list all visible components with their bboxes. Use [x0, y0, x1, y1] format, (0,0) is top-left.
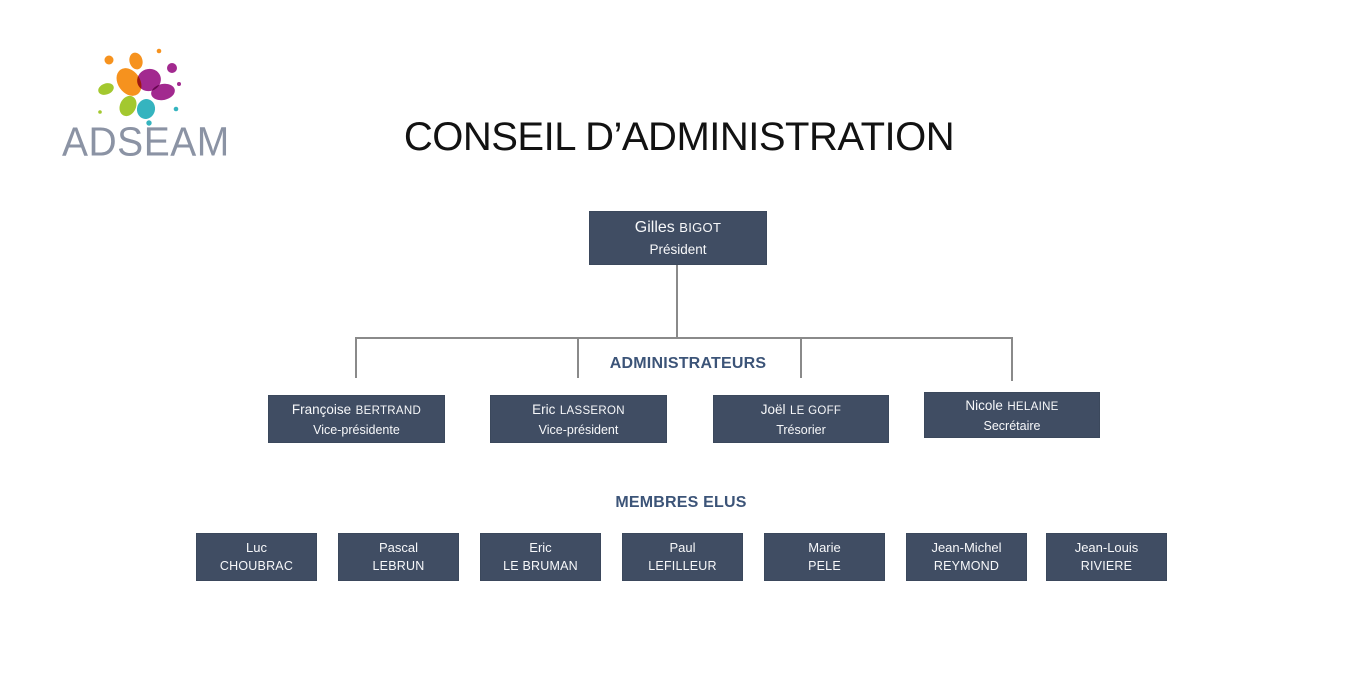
- administrators-label: ADMINISTRATEURS: [609, 355, 767, 372]
- president-name: Gilles BIGOT: [634, 218, 722, 236]
- connector-drop-3: [800, 339, 802, 378]
- connector-drop-1: [355, 339, 357, 378]
- org-box-administrator: Eric LASSERON Vice-président: [490, 395, 667, 443]
- members-label: MEMBRES ELUS: [615, 494, 747, 511]
- adseam-logo-icon: [98, 48, 181, 126]
- org-box-administrator: Joël LE GOFF Trésorier: [713, 395, 889, 443]
- president-role: Président: [649, 241, 707, 257]
- connector-horizontal: [355, 337, 1013, 339]
- org-box-administrator: Nicole HELAINE Secrétaire: [924, 392, 1100, 438]
- org-box-member: Marie PELE: [764, 533, 885, 581]
- adseam-wordmark: ADSEAM: [62, 120, 230, 165]
- connector-president-stem: [676, 265, 678, 337]
- org-box-president: Gilles BIGOT Président: [589, 211, 767, 265]
- connector-drop-2: [577, 339, 579, 378]
- org-box-member: Pascal LEBRUN: [338, 533, 459, 581]
- org-box-member: Jean-Michel REYMOND: [906, 533, 1027, 581]
- org-box-member: Paul LEFILLEUR: [622, 533, 743, 581]
- connector-drop-4: [1011, 339, 1013, 381]
- org-box-member: Luc CHOUBRAC: [196, 533, 317, 581]
- org-box-member: Jean-Louis RIVIERE: [1046, 533, 1167, 581]
- org-box-administrator: Françoise BERTRAND Vice-présidente: [268, 395, 445, 443]
- org-box-member: Eric LE BRUMAN: [480, 533, 601, 581]
- page-title: CONSEIL D’ADMINISTRATION: [403, 115, 955, 159]
